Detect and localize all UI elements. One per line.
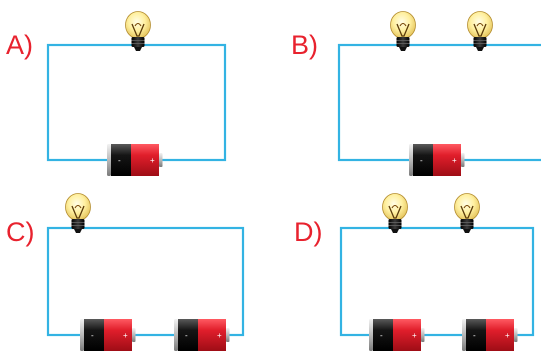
battery-icon: - + bbox=[80, 319, 136, 351]
battery-icon: - + bbox=[462, 319, 518, 351]
circuit-b: B) - + bbox=[291, 11, 541, 176]
battery-minus-mark: - bbox=[91, 331, 94, 340]
light-bulb-icon bbox=[65, 193, 91, 233]
battery-plus-mark: + bbox=[217, 331, 222, 340]
circuit-c-wire bbox=[46, 226, 245, 337]
light-bulb-icon bbox=[382, 193, 408, 233]
circuit-b-wire bbox=[337, 43, 541, 162]
battery-icon: - + bbox=[174, 319, 230, 351]
battery-plus-mark: + bbox=[412, 331, 417, 340]
battery-minus-mark: - bbox=[185, 331, 188, 340]
option-label-d: D) bbox=[294, 217, 323, 247]
circuit-a-wire bbox=[46, 43, 227, 162]
option-label-a: A) bbox=[6, 30, 33, 60]
battery-minus-mark: - bbox=[118, 156, 121, 165]
circuit-a: A) - + bbox=[6, 11, 227, 176]
battery-icon: - + bbox=[107, 144, 163, 176]
battery-plus-mark: + bbox=[505, 331, 510, 340]
battery-icon: - + bbox=[409, 144, 465, 176]
battery-plus-mark: + bbox=[452, 156, 457, 165]
battery-icon: - + bbox=[369, 319, 425, 351]
circuit-d: D) - + bbox=[294, 193, 535, 351]
light-bulb-icon bbox=[467, 11, 493, 51]
battery-plus-mark: + bbox=[150, 156, 155, 165]
circuit-d-wire bbox=[339, 226, 535, 337]
battery-minus-mark: - bbox=[473, 331, 476, 340]
battery-minus-mark: - bbox=[380, 331, 383, 340]
option-label-c: C) bbox=[6, 217, 35, 247]
battery-plus-mark: + bbox=[123, 331, 128, 340]
circuit-c: C) - + - + bbox=[6, 193, 245, 351]
light-bulb-icon bbox=[125, 11, 151, 51]
light-bulb-icon bbox=[390, 11, 416, 51]
light-bulb-icon bbox=[454, 193, 480, 233]
option-label-b: B) bbox=[291, 30, 318, 60]
battery-minus-mark: - bbox=[420, 156, 423, 165]
